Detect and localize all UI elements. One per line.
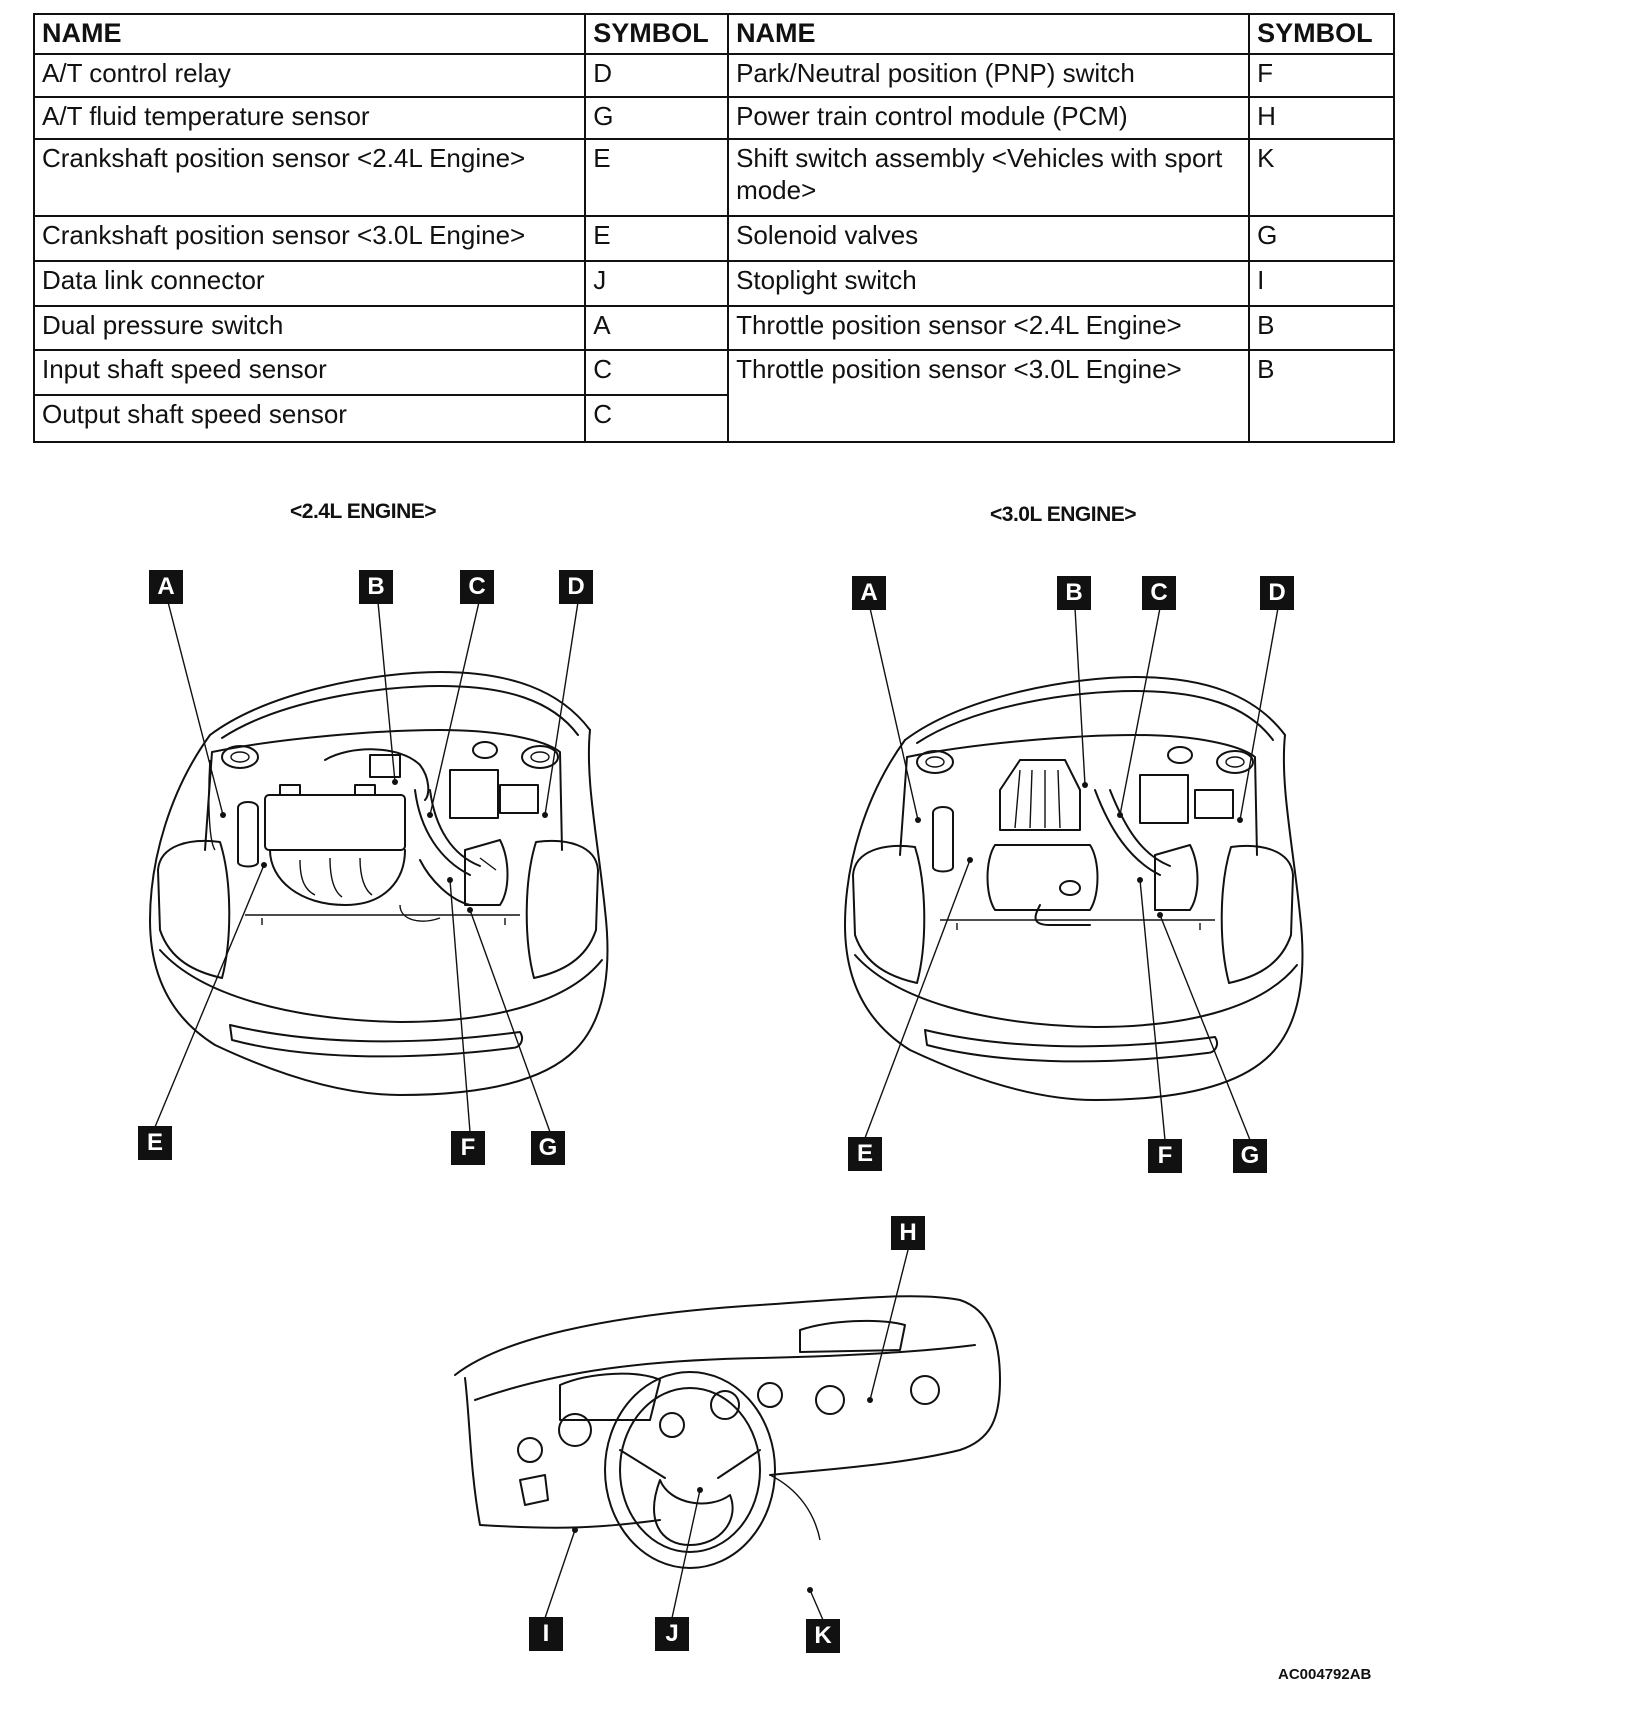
callout-g-3-0l: G	[1233, 1139, 1267, 1173]
component-symbol: B	[1248, 349, 1395, 443]
table-row: Input shaft speed sensor C Throttle posi…	[32, 349, 1395, 443]
component-name: Data link connector	[32, 259, 587, 307]
callout-g-2-4l: G	[531, 1131, 565, 1165]
instrument-panel-illustration	[454, 1249, 1001, 1621]
callout-j: J	[655, 1617, 689, 1651]
component-symbol: A	[584, 304, 730, 352]
component-name: Output shaft speed sensor	[32, 394, 587, 443]
engine-bay-3-0l-illustration	[844, 607, 1304, 1141]
component-symbol: F	[1248, 53, 1395, 98]
component-symbol: K	[1248, 138, 1395, 217]
component-name: Crankshaft position sensor <2.4L Engine>	[32, 138, 587, 217]
figure-code: AC004792AB	[1278, 1666, 1372, 1683]
callout-e-3-0l: E	[848, 1137, 882, 1171]
component-symbol: E	[584, 214, 730, 262]
component-symbol: E	[584, 138, 730, 217]
header-symbol-right: SYMBOL	[1248, 13, 1395, 55]
component-name: Throttle position sensor <3.0L Engine>	[727, 349, 1251, 443]
component-symbol: G	[1248, 214, 1395, 262]
engine-3-0l-title: <3.0L ENGINE>	[990, 503, 1137, 526]
callout-a-3-0l: A	[852, 576, 886, 610]
callout-f-3-0l: F	[1148, 1139, 1182, 1173]
callout-d-2-4l: D	[559, 570, 593, 604]
component-symbol: D	[584, 53, 730, 98]
callout-i: I	[529, 1617, 563, 1651]
table-row: Output shaft speed sensor C	[32, 394, 1394, 443]
component-symbol: C	[584, 349, 730, 397]
callout-d-3-0l: D	[1260, 576, 1294, 610]
callout-c-2-4l: C	[460, 570, 494, 604]
component-symbol: J	[584, 259, 730, 307]
header-name-right: NAME	[727, 13, 1251, 55]
table-row: Crankshaft position sensor <2.4L Engine>…	[32, 138, 1395, 217]
callout-b-2-4l: B	[359, 570, 393, 604]
table-row: A/T fluid temperature sensor G Power tra…	[32, 95, 1395, 141]
callout-a-2-4l: A	[149, 570, 183, 604]
component-name: Throttle position sensor <2.4L Engine>	[727, 304, 1251, 352]
engine-2-4l-title: <2.4L ENGINE>	[290, 500, 437, 523]
component-name: Park/Neutral position (PNP) switch	[727, 53, 1251, 98]
callout-k: K	[806, 1619, 840, 1653]
header-symbol-left: SYMBOL	[584, 13, 730, 55]
component-location-table: NAME SYMBOL NAME SYMBOL A/T control rela…	[32, 13, 1395, 443]
component-name: Solenoid valves	[727, 214, 1251, 262]
component-name: Shift switch assembly <Vehicles with spo…	[727, 138, 1251, 217]
callout-e-2-4l: E	[138, 1126, 172, 1160]
component-name: A/T fluid temperature sensor	[32, 95, 587, 141]
engine-bay-2-4l-illustration	[149, 601, 609, 1133]
component-symbol: C	[584, 394, 730, 443]
callout-h: H	[891, 1216, 925, 1250]
component-name: Stoplight switch	[727, 259, 1251, 307]
callout-c-3-0l: C	[1142, 576, 1176, 610]
component-name: Input shaft speed sensor	[32, 349, 587, 397]
component-name: Crankshaft position sensor <3.0L Engine>	[32, 214, 587, 262]
table-row: A/T control relay D Park/Neutral positio…	[32, 53, 1395, 98]
component-symbol: I	[1248, 259, 1395, 307]
component-symbol: B	[1248, 304, 1395, 352]
component-name: A/T control relay	[32, 53, 587, 98]
component-name: Dual pressure switch	[32, 304, 587, 352]
header-name-left: NAME	[32, 13, 587, 55]
component-symbol: G	[584, 95, 730, 141]
callout-b-3-0l: B	[1057, 576, 1091, 610]
component-name: Power train control module (PCM)	[727, 95, 1251, 141]
callout-f-2-4l: F	[451, 1131, 485, 1165]
table-row: Crankshaft position sensor <3.0L Engine>…	[32, 214, 1395, 262]
component-symbol: H	[1248, 95, 1395, 141]
table-row: Dual pressure switch A Throttle position…	[32, 304, 1395, 352]
table-row: Data link connector J Stoplight switch I	[32, 259, 1395, 307]
